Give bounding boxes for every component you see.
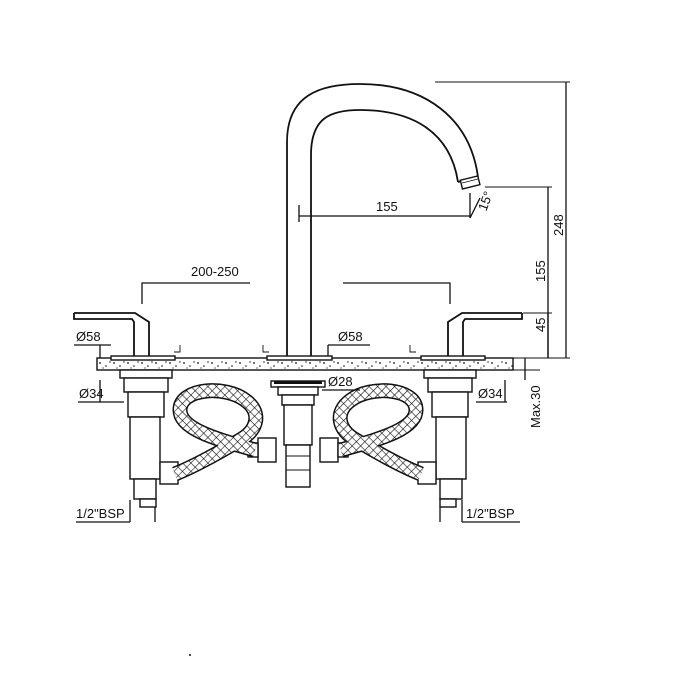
right-handle bbox=[420, 312, 523, 361]
handle-base-diameter-label: Ø58 bbox=[76, 329, 101, 344]
dimension-lines bbox=[74, 81, 570, 656]
spread-dimension-label: 200-250 bbox=[191, 264, 239, 279]
spout bbox=[266, 83, 481, 361]
right-braided-hose bbox=[332, 383, 424, 481]
total-height-label: 248 bbox=[551, 214, 566, 236]
deck-thickness-label: Max.30 bbox=[528, 385, 543, 428]
spout-shank-diameter-label: Ø28 bbox=[328, 374, 353, 389]
left-inlet-thread-label: 1/2"BSP bbox=[76, 506, 125, 521]
right-inlet-thread-label: 1/2"BSP bbox=[466, 506, 515, 521]
spout-angle-label: 15° bbox=[475, 189, 496, 213]
spout-base-diameter-label: Ø58 bbox=[338, 329, 363, 344]
left-shank-diameter-label: Ø34 bbox=[79, 386, 104, 401]
center-mixer-body bbox=[247, 380, 349, 488]
right-shank-diameter-label: Ø34 bbox=[478, 386, 503, 401]
spout-reach-label: 155 bbox=[376, 199, 398, 214]
left-handle bbox=[73, 312, 176, 361]
right-valve-body bbox=[417, 369, 477, 508]
left-valve-body bbox=[119, 369, 179, 508]
left-braided-hose bbox=[172, 383, 264, 481]
spout-height-label: 155 bbox=[533, 260, 548, 282]
handle-height-label: 45 bbox=[533, 318, 548, 332]
dimension-labels: 200-250 155 15° 248 155 45 Max.30 Ø58 Ø5… bbox=[76, 189, 566, 521]
